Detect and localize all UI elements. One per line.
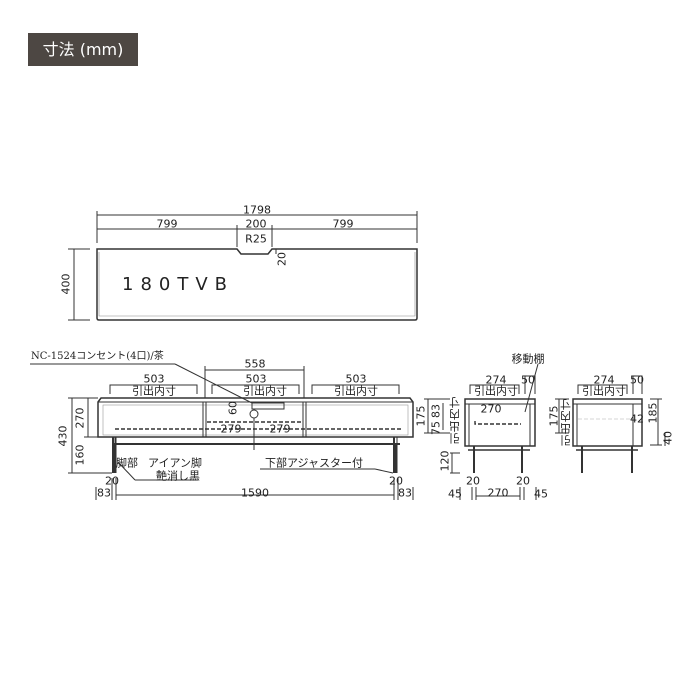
dim-notch-depth: 20 bbox=[275, 252, 289, 266]
dim-left: 799 bbox=[156, 217, 178, 231]
label-leg-material: アイアン脚 bbox=[147, 456, 203, 470]
dim-offset-1a: 45 bbox=[448, 487, 462, 501]
dim-drawer-left: 503 bbox=[143, 372, 165, 386]
label-leg-finish: 艶消し黒 bbox=[156, 469, 200, 483]
side-view-1 bbox=[424, 363, 539, 500]
dim-leg-span: 1590 bbox=[241, 486, 269, 500]
dim-height-1: 175 bbox=[414, 405, 428, 427]
dim-leg-height-1: 120 bbox=[438, 450, 452, 472]
outlet-note: NC-1524コンセント(4口)/茶 bbox=[31, 351, 164, 362]
dim-drawer-center: 503 bbox=[245, 372, 267, 386]
label-leg: 脚部 bbox=[116, 456, 138, 470]
side-view-2 bbox=[555, 375, 666, 473]
dim-back-height: 185 bbox=[646, 402, 660, 424]
dim-bottom: 40 bbox=[661, 431, 675, 445]
dim-back-2: 50 bbox=[630, 373, 644, 387]
dim-lower-1: 75 bbox=[429, 421, 443, 435]
dim-height-2: 175 bbox=[547, 405, 561, 427]
dim-leg-width-right: 20 bbox=[389, 474, 403, 488]
label-adjuster: 下部アジャスター付 bbox=[264, 456, 364, 470]
dim-depth: 400 bbox=[59, 273, 73, 295]
dim-offset-left: 83 bbox=[97, 486, 111, 500]
dim-gap: 42 bbox=[630, 412, 644, 426]
dim-center: 200 bbox=[245, 217, 267, 231]
label-movable-shelf: 移動棚 bbox=[511, 352, 545, 366]
title-badge: 寸法 (mm) bbox=[28, 33, 138, 66]
dim-leg-width-1a: 20 bbox=[466, 474, 480, 488]
label-drawer-vertical-1: 引出内寸 bbox=[448, 396, 462, 444]
label-drawer-center: 引出内寸 bbox=[243, 384, 287, 398]
dim-offset-right: 83 bbox=[398, 486, 412, 500]
dim-outlet-height: 60 bbox=[226, 401, 240, 415]
dim-center-width: 558 bbox=[244, 357, 266, 371]
dim-upper-1: 83 bbox=[429, 404, 443, 418]
dim-offset-1b: 45 bbox=[534, 487, 548, 501]
label-drawer-vertical-2: 引出内寸 bbox=[559, 398, 573, 446]
dim-total-width: 1798 bbox=[243, 203, 271, 217]
dim-drawer-depth-2: 274 bbox=[593, 373, 615, 387]
dim-leg-span-1: 270 bbox=[487, 486, 509, 500]
front-view bbox=[30, 363, 414, 500]
dim-leg-height: 160 bbox=[73, 444, 87, 466]
dim-leg-width-1b: 20 bbox=[516, 474, 530, 488]
dim-drawer-depth-1: 274 bbox=[485, 373, 507, 387]
dim-inner-left: 279 bbox=[220, 422, 242, 436]
dim-back-1: 50 bbox=[521, 373, 535, 387]
label-drawer-1: 引出内寸 bbox=[474, 384, 518, 398]
model-name: 180TVB bbox=[122, 274, 235, 295]
dim-radius: R25 bbox=[245, 232, 267, 246]
label-drawer-left: 引出内寸 bbox=[132, 384, 176, 398]
top-view bbox=[68, 211, 418, 321]
dim-height-total: 430 bbox=[56, 425, 70, 447]
dim-drawer-right: 503 bbox=[345, 372, 367, 386]
dim-inner-right: 279 bbox=[269, 422, 291, 436]
dim-shelf-depth: 270 bbox=[480, 402, 502, 416]
dim-leg-width-left: 20 bbox=[105, 474, 119, 488]
label-drawer-right: 引出内寸 bbox=[334, 384, 378, 398]
dim-body-height: 270 bbox=[73, 407, 87, 429]
label-drawer-2: 引出内寸 bbox=[582, 384, 626, 398]
dim-right: 799 bbox=[332, 217, 354, 231]
